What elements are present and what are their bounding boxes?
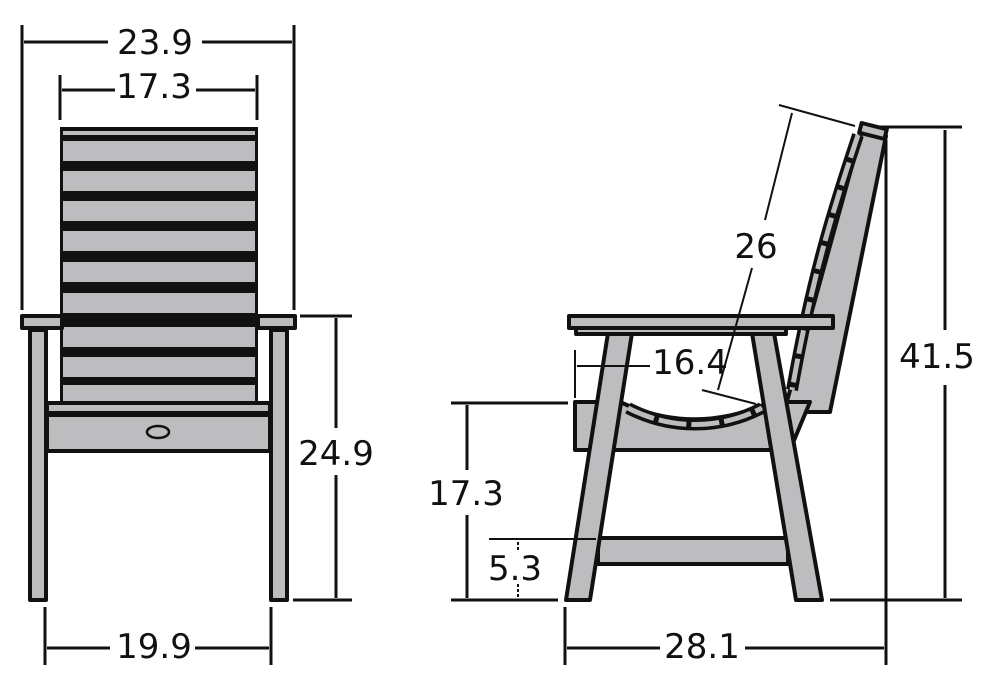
apron-badge bbox=[145, 424, 171, 440]
dim-leg-span: 19.9 bbox=[116, 627, 192, 667]
dim-seat-depth: 16.4 bbox=[652, 343, 728, 383]
dim-back-width: 17.3 bbox=[116, 67, 192, 107]
back-slats bbox=[63, 131, 255, 401]
dim-overall-width: 23.9 bbox=[117, 23, 193, 63]
front-right-arm bbox=[256, 314, 297, 330]
front-view: 23.9 17.3 24.9 19.9 bbox=[20, 23, 374, 667]
side-stretcher bbox=[596, 536, 790, 566]
side-view: 26 16.4 41.5 17.3 5.3 28.1 bbox=[428, 104, 975, 667]
front-right-leg bbox=[269, 328, 289, 602]
front-left-arm bbox=[20, 314, 64, 330]
seat-top-rail bbox=[45, 401, 272, 415]
dim-overall-height: 41.5 bbox=[899, 337, 975, 377]
dim-seat-height: 17.3 bbox=[428, 474, 504, 514]
front-left-leg bbox=[28, 328, 48, 602]
dim-back-length: 26 bbox=[734, 227, 777, 267]
dim-stretcher-height: 5.3 bbox=[488, 549, 542, 589]
side-arm-support bbox=[574, 326, 788, 336]
dim-overall-depth: 28.1 bbox=[664, 627, 740, 667]
dim-arm-height: 24.9 bbox=[298, 434, 374, 474]
